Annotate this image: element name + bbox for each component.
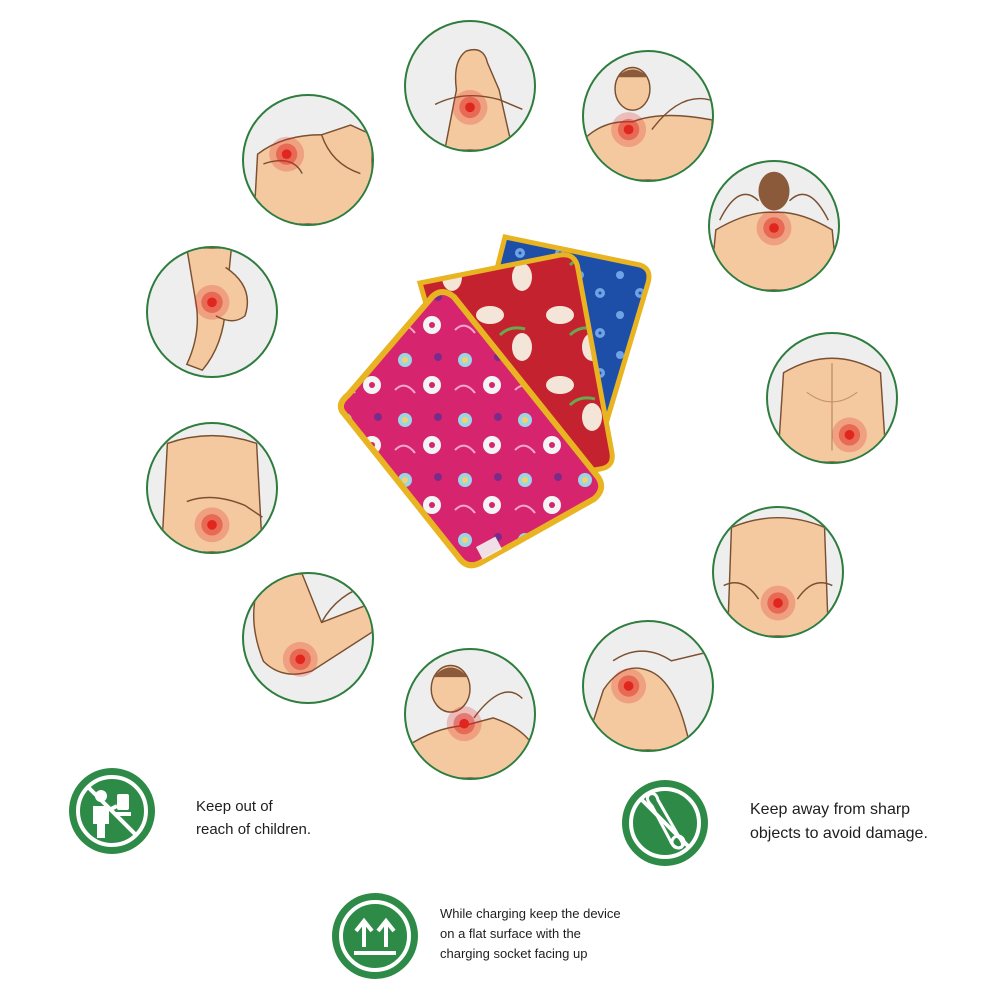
elbow-pain-icon (252, 574, 372, 677)
lower-back-pain-icon (723, 516, 833, 636)
wrist-pain-icon (434, 48, 523, 150)
no-children-icon (69, 768, 155, 854)
area-circle-elbow (242, 572, 374, 704)
pink-pad (337, 289, 605, 569)
area-circle-abdomen (146, 422, 278, 554)
this-side-up-icon (332, 893, 418, 979)
sharp-warning-text: Keep away from sharp objects to avoid da… (750, 798, 928, 846)
area-circle-ankle (146, 246, 278, 378)
knee-pain-icon (584, 650, 712, 750)
neck-pain-icon (406, 664, 534, 778)
area-circle-wrist (404, 20, 536, 152)
children-warning-line1: Keep out of (196, 798, 273, 815)
back-pain-icon (776, 357, 888, 462)
area-circle-knee (582, 620, 714, 752)
charging-warning-text: While charging keep the device on a flat… (440, 904, 621, 964)
sharp-warning-line2: objects to avoid damage. (750, 825, 928, 842)
area-circle-neck-back (708, 160, 840, 292)
front-shoulder-pain-icon (252, 124, 372, 224)
charging-warning-line2: on a flat surface with the (440, 926, 581, 941)
area-circle-waist (712, 506, 844, 638)
abdominal-pain-icon (160, 434, 264, 552)
area-circle-lower-back (766, 332, 898, 464)
area-circle-shoulder-front (242, 94, 374, 226)
area-circle-neck (404, 648, 536, 780)
area-circle-shoulder-top (582, 50, 714, 182)
sharp-warning-line1: Keep away from sharp (750, 801, 911, 818)
no-sharp-objects-icon (622, 780, 708, 866)
pad-label-tag (476, 536, 502, 560)
children-warning-text: Keep out of reach of children. (196, 795, 311, 841)
heating-pads-image (330, 225, 670, 585)
children-warning-line2: reach of children. (196, 821, 312, 838)
charging-warning-line1: While charging keep the device (440, 906, 621, 921)
upper-back-pain-icon (710, 171, 838, 290)
shoulder-pain-icon (584, 66, 712, 180)
charging-warning-line3: charging socket facing up (440, 946, 588, 961)
ankle-pain-icon (185, 248, 249, 372)
